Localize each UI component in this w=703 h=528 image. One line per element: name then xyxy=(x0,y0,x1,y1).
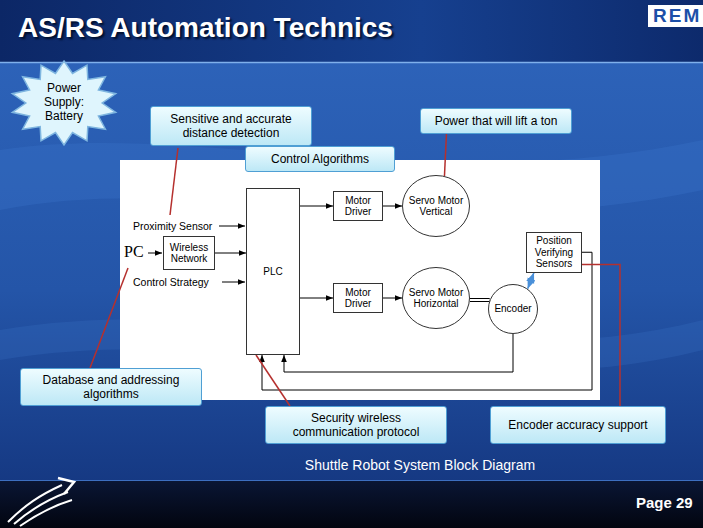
title-rule xyxy=(0,62,703,64)
node-text: Power Supply: Battery xyxy=(33,82,95,123)
node-text: Position Verifying Sensors xyxy=(529,235,579,270)
layout-arrows xyxy=(148,226,245,282)
signal-arrow xyxy=(215,253,246,254)
leader-line xyxy=(90,268,128,368)
driver-box: Motor Driver xyxy=(333,191,383,221)
node-text: Motor Driver xyxy=(336,287,380,310)
node-text: Security wireless communication protocol xyxy=(272,411,440,440)
signal-arrow xyxy=(528,273,534,289)
signal-arrow xyxy=(284,334,513,372)
diagram-panel xyxy=(120,160,600,400)
motor-shaft xyxy=(470,298,490,302)
node-text: Motor Driver xyxy=(336,195,380,218)
callout-box: Encoder accuracy support xyxy=(490,406,666,444)
node-text: Control Algorithms xyxy=(271,152,369,166)
node-text: Servo Motor Horizontal xyxy=(404,287,468,310)
signal-arrow xyxy=(383,298,402,299)
callout-box: Power that will lift a ton xyxy=(420,108,572,134)
driver-box: Motor Driver xyxy=(333,283,383,313)
encoder-circle: Encoder xyxy=(488,284,538,334)
node-text: Wireless Network xyxy=(166,242,212,265)
signal-arrow xyxy=(300,298,333,299)
motor-circle: Servo Motor Horizontal xyxy=(402,267,470,329)
signal-arrow xyxy=(300,206,333,207)
signal-arrow xyxy=(262,252,592,390)
footer-band xyxy=(0,480,703,528)
node-text: Servo Motor Vertical xyxy=(404,195,468,218)
signal-name: Proximity Sensor xyxy=(133,220,212,232)
plc-box: PLC xyxy=(246,188,300,355)
strategy-arrow xyxy=(222,282,245,283)
callout-box: Control Algorithms xyxy=(245,146,395,172)
node-text: Encoder accuracy support xyxy=(508,418,647,432)
diagram-caption: Shuttle Robot System Block Diagram xyxy=(300,457,540,473)
shaft-core xyxy=(470,299,490,301)
starburst-callout: Power Supply: Battery xyxy=(10,60,118,146)
title-bar xyxy=(0,0,703,62)
sensor-arrow xyxy=(219,226,245,227)
page-number: Page 29 xyxy=(636,494,693,511)
callout-box: Database and addressing algorithms xyxy=(20,368,202,406)
signal-arrow xyxy=(383,206,402,207)
footer-rule xyxy=(0,480,703,481)
leader-line xyxy=(256,355,290,406)
swoosh-logo xyxy=(8,478,74,526)
leader-line xyxy=(582,265,620,407)
motor-circle: Servo Motor Vertical xyxy=(402,175,470,237)
slide-title: AS/RS Automation Technics xyxy=(18,12,393,44)
leader-line xyxy=(170,148,178,215)
pc-arrow xyxy=(148,253,162,254)
leader-line xyxy=(444,134,446,176)
node-text: PLC xyxy=(263,266,282,278)
pc-label: PC xyxy=(124,243,144,261)
sensor-box: Position Verifying Sensors xyxy=(526,232,582,273)
network-box: Wireless Network xyxy=(163,236,215,270)
callout-box: Sensitive and accurate distance detectio… xyxy=(150,106,312,146)
node-text: Encoder xyxy=(490,303,536,315)
node-text: Sensitive and accurate distance detectio… xyxy=(157,112,305,141)
node-text: Database and addressing algorithms xyxy=(27,373,195,402)
node-text: Power that will lift a ton xyxy=(435,114,558,128)
signal-name: Control Strategy xyxy=(133,276,209,288)
company-logo: REM xyxy=(648,5,703,27)
callout-box: Security wireless communication protocol xyxy=(265,406,447,444)
